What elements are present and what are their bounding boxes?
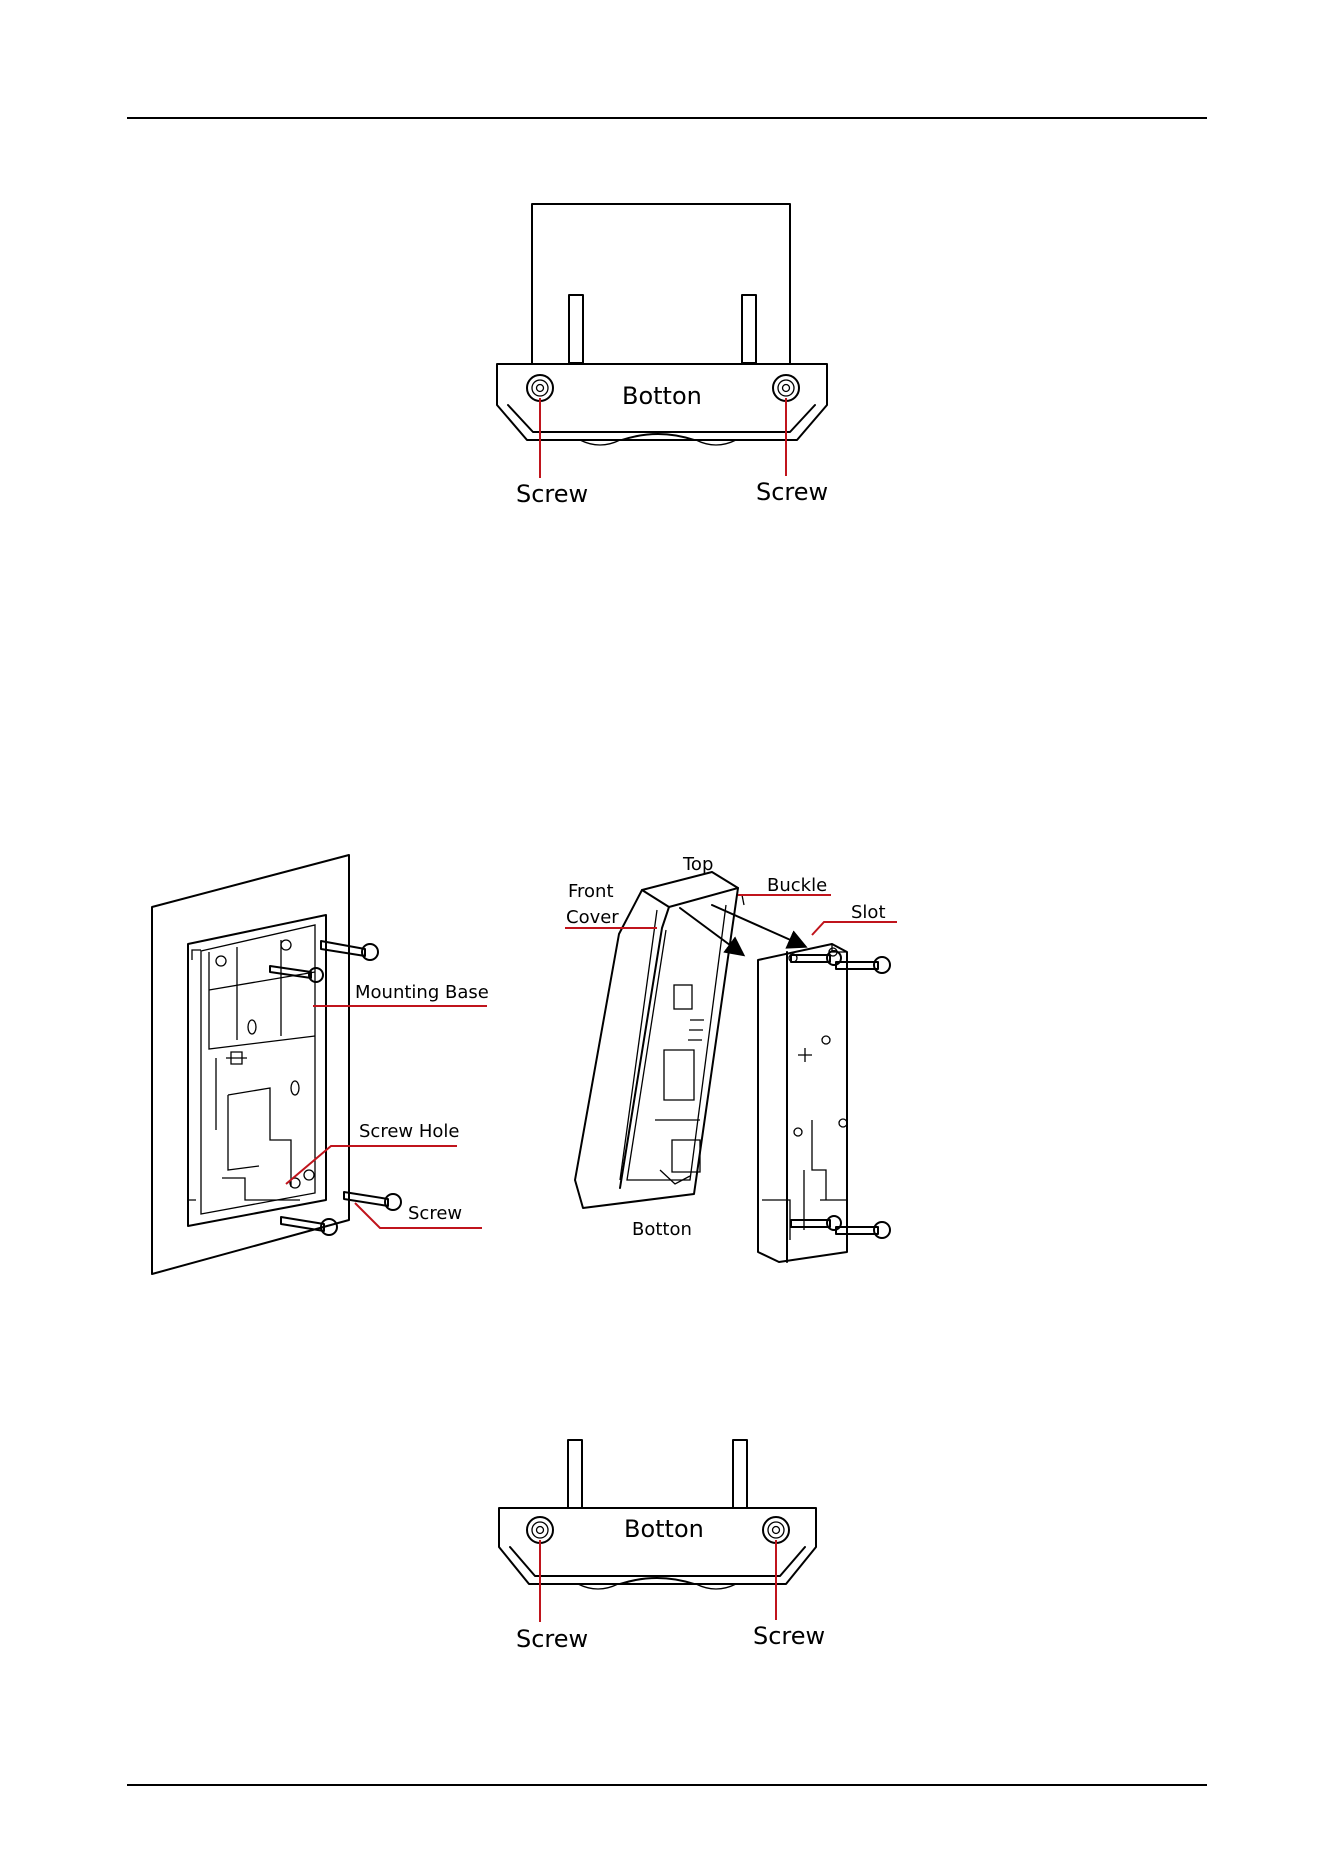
buckle-label: Buckle [767,875,827,896]
mounting-base-label: Mounting Base [355,982,489,1003]
figure-mounting-base-side: Slot [758,902,897,1262]
top-label: Top [682,854,713,875]
figure-bottom-screws-1: Botton Screw Screw [497,204,828,508]
figure-mounting-base-wall: Mounting Base Screw Hole Screw [152,855,489,1274]
slot-label: Slot [851,902,886,923]
bottom-label-2: Botton [632,1219,692,1240]
figure-bottom-screws-2: Botton Screw Screw [499,1440,825,1653]
screw-icon [836,957,890,973]
screw-label-left: Screw [516,480,588,508]
cover-label: Cover [566,907,619,928]
screw-label-right: Screw [756,478,828,506]
screw-icon [791,1216,841,1230]
screw-icon [527,375,553,401]
screw-label-wall: Screw [408,1203,462,1224]
bottom-label-3: Botton [624,1515,704,1543]
screw-label-right-3: Screw [753,1622,825,1650]
screw-label-left-3: Screw [516,1625,588,1653]
screw-icon [763,1517,789,1543]
bottom-label: Botton [622,382,702,410]
screw-icon [836,1222,890,1238]
screw-icon [344,1192,401,1210]
screw-icon [791,951,841,965]
figure-front-cover: Top Front Cover Buckle Botton [565,854,831,1240]
screw-hole-label: Screw Hole [359,1121,459,1142]
screw-icon [527,1517,553,1543]
screw-icon [773,375,799,401]
front-label: Front [568,881,614,902]
